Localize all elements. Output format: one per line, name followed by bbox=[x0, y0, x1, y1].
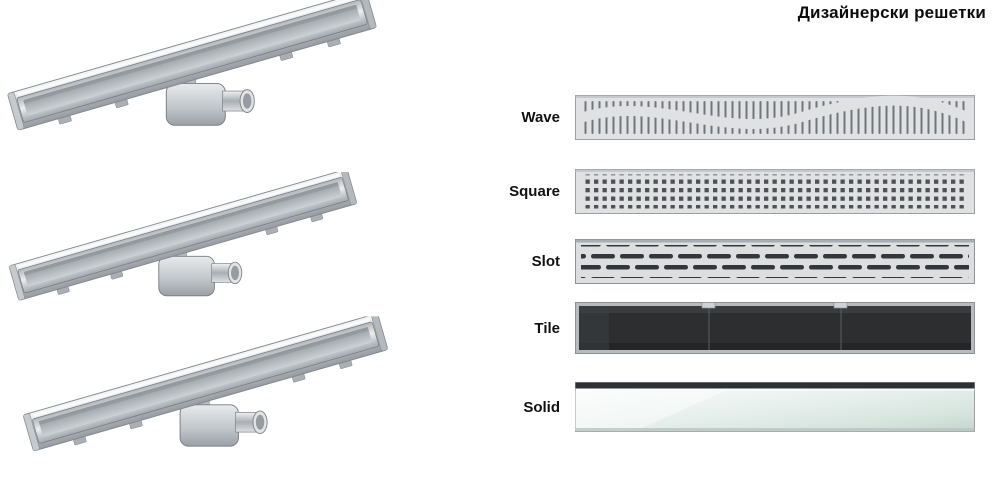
grate-label-wave: Wave bbox=[521, 109, 560, 126]
grate-image-square bbox=[575, 169, 975, 214]
grate-image-wave bbox=[575, 95, 975, 140]
product-render-drain-bottom bbox=[8, 316, 403, 472]
grate-label-slot: Slot bbox=[531, 253, 560, 270]
grate-image-solid bbox=[575, 382, 975, 432]
grate-label-square: Square bbox=[509, 183, 560, 200]
grate-label-tile: Tile bbox=[534, 319, 560, 337]
page-title: Дизайнерски решетки bbox=[797, 3, 986, 22]
grate-image-tile bbox=[575, 302, 975, 354]
product-render-drain-top bbox=[0, 0, 392, 151]
grate-label-solid: Solid bbox=[523, 398, 560, 416]
product-render-drain-middle bbox=[0, 172, 372, 320]
grate-image-slot bbox=[575, 239, 975, 284]
